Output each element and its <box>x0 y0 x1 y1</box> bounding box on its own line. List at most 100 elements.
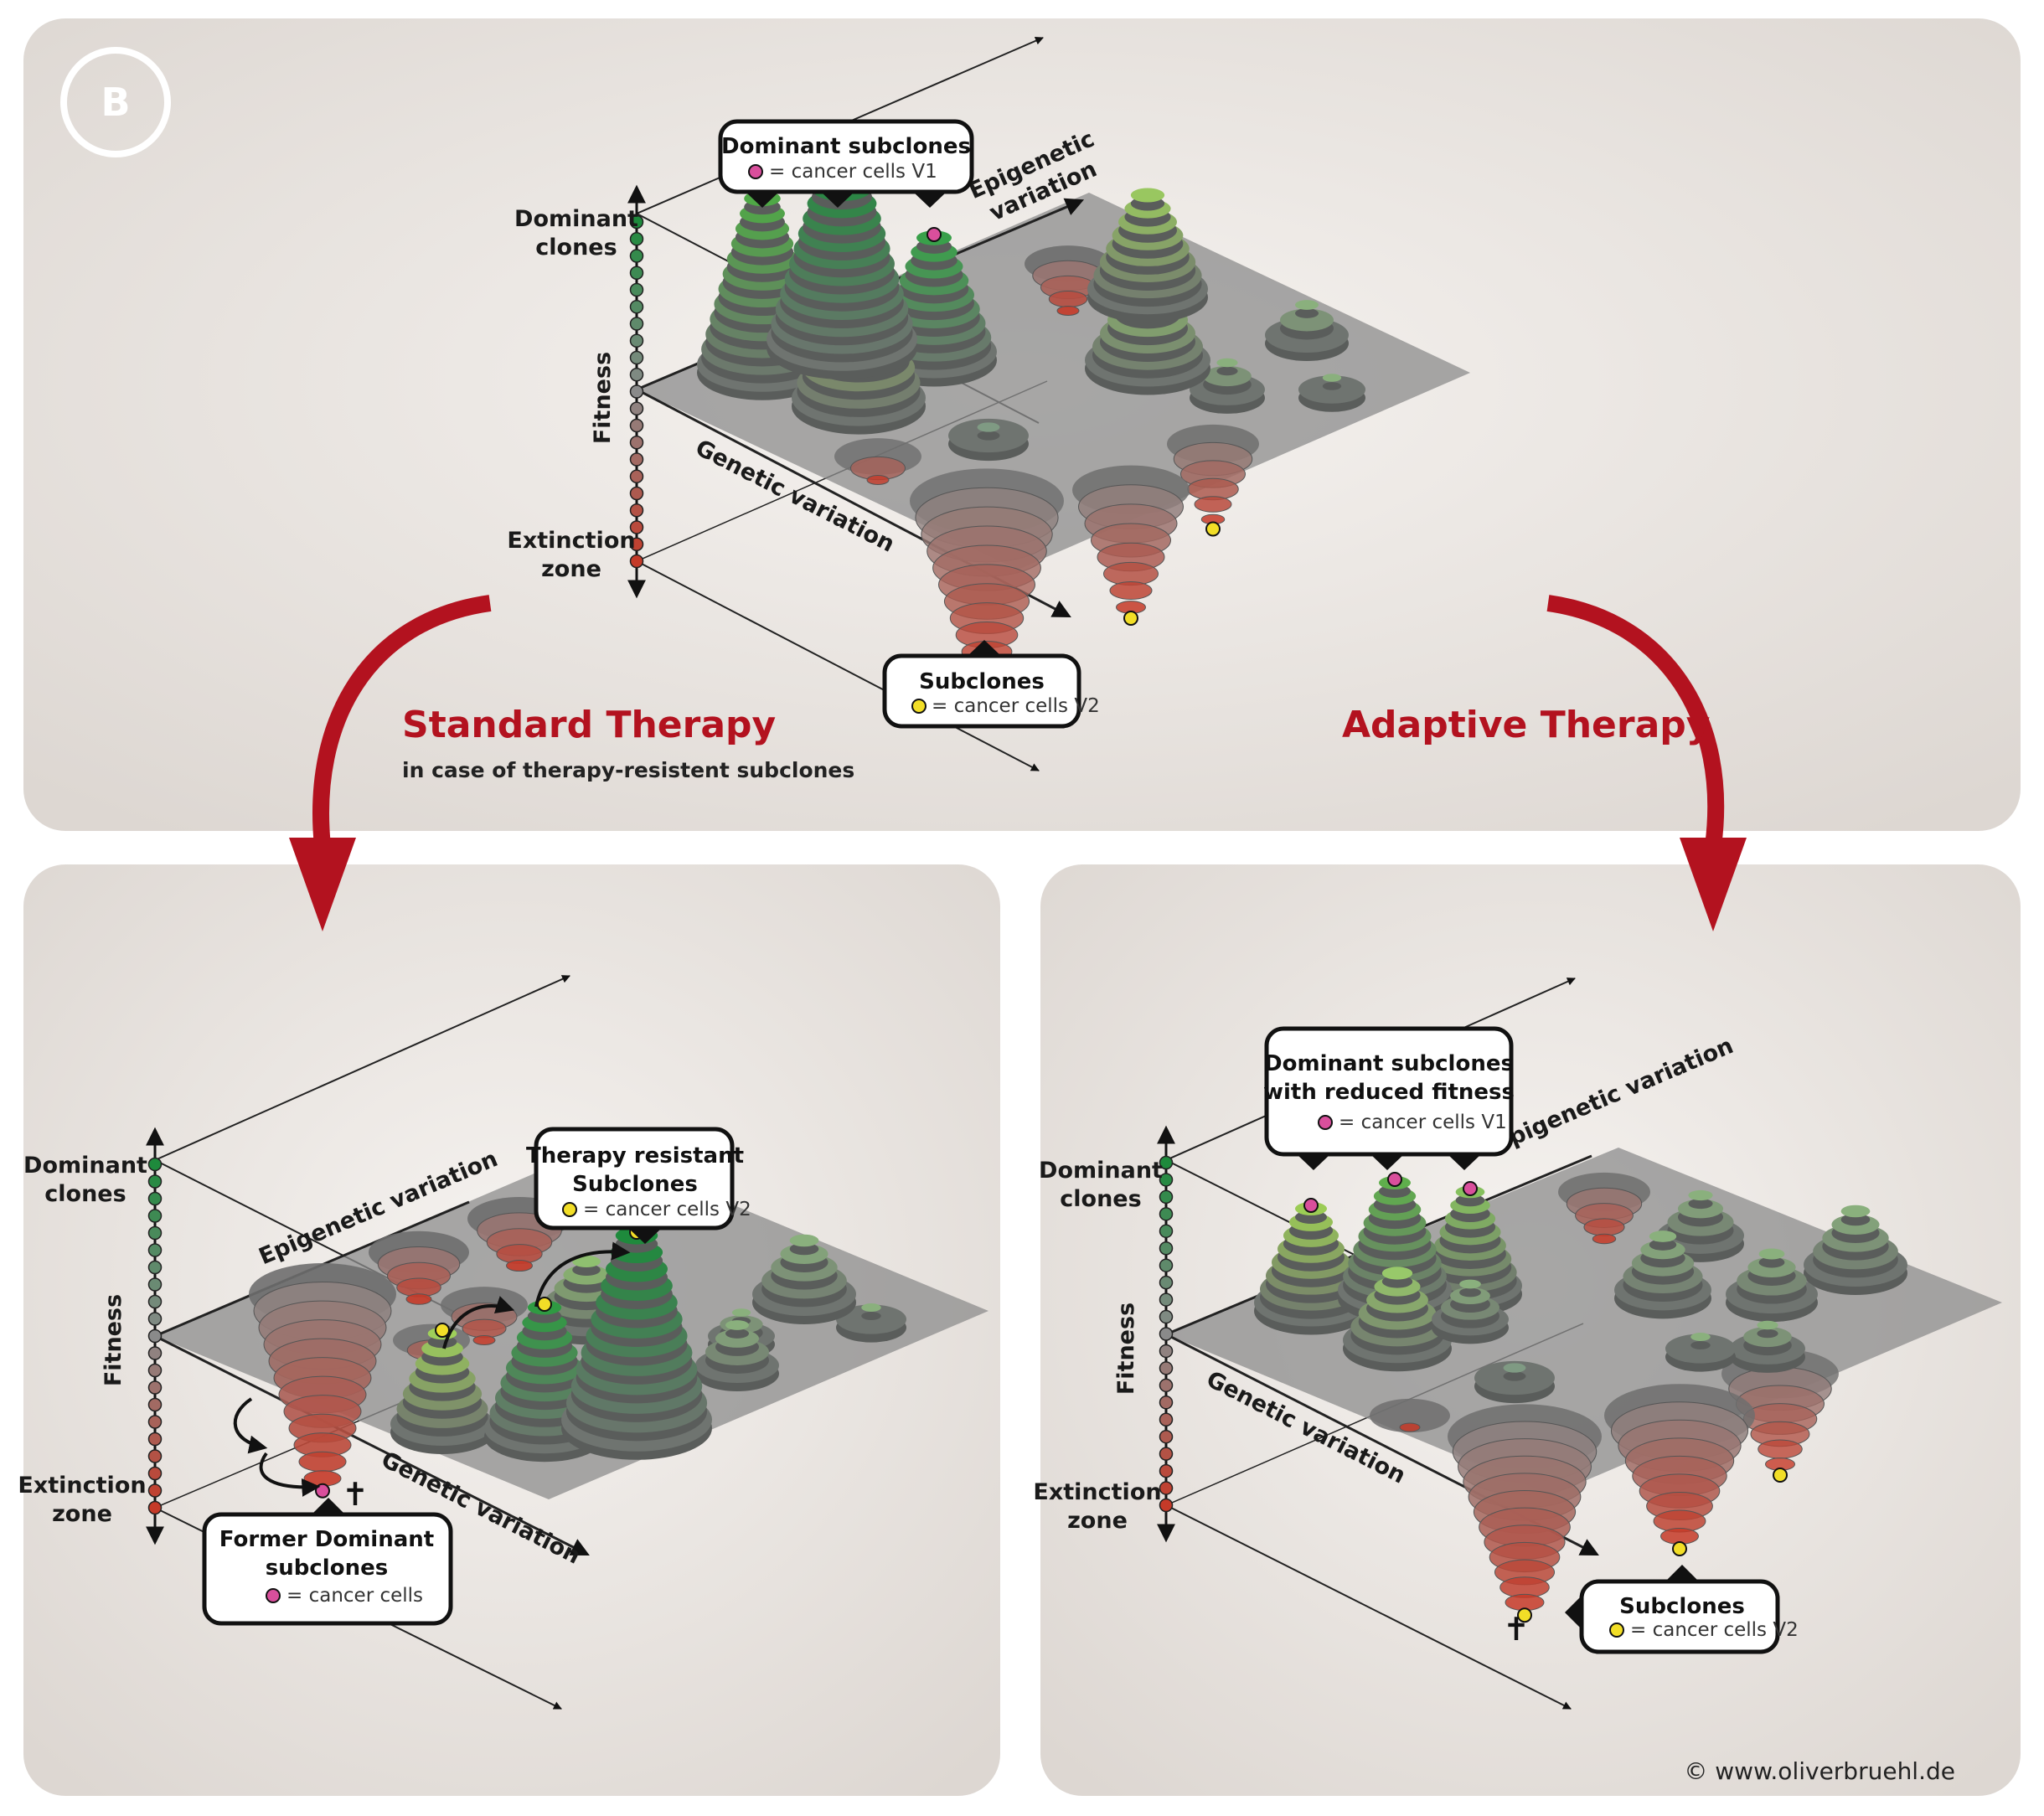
fitness-scale-dot <box>1159 1463 1174 1478</box>
dominant-clones-label: Dominant <box>23 1153 147 1179</box>
pit-layer <box>298 1451 347 1473</box>
extinction-zone-label: Extinction <box>18 1473 146 1499</box>
peak-layer-shadow <box>572 1263 601 1277</box>
fitness-scale-dot <box>147 1191 163 1206</box>
peak-layer-shadow <box>1649 1239 1677 1251</box>
fitness-scale-dot <box>147 1243 163 1257</box>
fitness-scale-dot <box>1159 1412 1174 1426</box>
pit-layer <box>866 475 890 485</box>
fitness-scale-dot <box>147 1397 163 1412</box>
fitness-scale-dot <box>147 1363 163 1378</box>
cancer-cell-v1-marker <box>1387 1172 1402 1187</box>
peak-layer <box>1381 1267 1413 1280</box>
cancer-cell-v2-marker <box>537 1297 552 1312</box>
peak-layer <box>725 1320 749 1330</box>
peak-layer-shadow <box>789 1242 819 1256</box>
peak-layer-shadow <box>1840 1213 1871 1226</box>
extinction-zone-label-2: zone <box>52 1501 112 1527</box>
dominant-clones-label-2: clones <box>535 235 617 261</box>
callout-dominant-subclones: Dominant subclones = cancer cells V1 <box>718 119 974 208</box>
fitness-scale-dot <box>629 436 644 450</box>
peak-layer-shadow <box>1322 382 1342 390</box>
fitness-scale-dot <box>147 1380 163 1395</box>
dominant-clones-label-2: clones <box>44 1181 126 1207</box>
peak-layer-shadow <box>1688 1198 1713 1210</box>
peak-layer-shadow <box>1757 1328 1778 1339</box>
callout-legend: = cancer cells V2 <box>583 1199 751 1220</box>
death-symbol: ✝ <box>342 1476 369 1513</box>
peak-layer <box>1130 188 1165 203</box>
pit-layer <box>462 1318 507 1339</box>
cancer-cell-v1-marker <box>927 227 942 242</box>
peak-layer-shadow <box>1690 1341 1711 1349</box>
peak-layer <box>1280 308 1334 332</box>
pit-layer <box>1194 496 1232 513</box>
fitness-label: Fitness <box>1113 1303 1139 1395</box>
pit-layer <box>1758 1439 1803 1459</box>
callout-title-2: Subclones <box>572 1172 698 1197</box>
callout-title: Former Dominant <box>219 1527 434 1552</box>
cancer-cell-v2-marker <box>1672 1541 1687 1556</box>
fitness-scale-dot <box>1159 1292 1174 1307</box>
fitness-scale-dot <box>629 300 644 314</box>
callout-legend: = cancer cells V1 <box>1339 1112 1507 1133</box>
callout-former-dominant: Former Dominant subclones = cancer cells <box>202 1498 453 1626</box>
fitness-scale-dot <box>1159 1189 1174 1205</box>
death-symbol: ✝ <box>1503 1611 1530 1648</box>
dominant-clones-label: Dominant <box>514 206 638 232</box>
pit-layer <box>506 1259 533 1272</box>
peak-layer <box>1690 1333 1711 1341</box>
fitness-scale-dot <box>629 486 644 501</box>
fitness-axis <box>146 1127 164 1545</box>
fitness-scale-dot <box>1159 1498 1174 1513</box>
callout-title: Dominant subclones <box>721 134 971 159</box>
pit-layer <box>1056 306 1080 316</box>
fitness-scale-dot <box>1159 1309 1174 1324</box>
fitness-scale-dot <box>629 418 644 433</box>
fitness-scale-dot <box>147 1225 163 1241</box>
peak-layer <box>1295 300 1319 310</box>
fitness-scale-dot <box>147 1466 163 1481</box>
fitness-scale-dot <box>629 554 644 569</box>
peak-layer <box>1840 1205 1871 1218</box>
peak-layer <box>1216 358 1238 368</box>
extinction-zone-label-2: zone <box>1067 1508 1128 1534</box>
peak-layer <box>572 1255 601 1268</box>
callout-subclones-right: Subclones = cancer cells V2 <box>1565 1565 1799 1654</box>
pit-layer <box>1399 1422 1421 1432</box>
fitness-scale-dot <box>629 350 644 365</box>
peak-layer <box>1757 1320 1778 1330</box>
extinction-zone-label: Extinction <box>507 528 635 554</box>
peak-layer <box>1322 374 1342 382</box>
fitness-label: Fitness <box>590 352 616 444</box>
peak-layer-shadow <box>1459 1287 1481 1298</box>
cancer-cell-v1-marker <box>1303 1198 1319 1213</box>
standard-therapy-title: Standard Therapy <box>402 704 776 746</box>
dominant-clones-label-2: clones <box>1060 1186 1141 1212</box>
callout-title: Subclones <box>1619 1594 1745 1619</box>
cancer-cell-v2-marker <box>1773 1468 1788 1483</box>
peak-layer <box>1688 1189 1713 1201</box>
peak-layer <box>1203 365 1252 387</box>
fitness-scale-dot <box>629 232 644 246</box>
adaptive-therapy-arrow <box>1546 595 1747 931</box>
fitness-scale-dot <box>629 384 644 399</box>
callout-subclones-top: Subclones = cancer cells V2 <box>882 640 1100 729</box>
fitness-scale-dot <box>1159 1396 1174 1410</box>
fitness-scale-dot <box>1159 1361 1174 1375</box>
fitness-scale-dot <box>147 1328 163 1344</box>
left-landscape <box>146 975 988 1710</box>
peak-layer-shadow <box>1503 1371 1526 1381</box>
pit-layer <box>472 1335 496 1345</box>
landscape-plane <box>637 193 1470 570</box>
fitness-scale-dot <box>147 1277 163 1292</box>
fitness-scale-dot <box>1159 1224 1174 1239</box>
callout-legend: = cancer cells V1 <box>769 161 937 183</box>
extinction-zone-label: Extinction <box>1033 1479 1161 1505</box>
fitness-scale-dot <box>1159 1447 1174 1461</box>
fitness-scale-dot <box>1159 1155 1174 1170</box>
fitness-scale-dot <box>147 1500 163 1515</box>
fitness-scale-dot <box>629 520 644 534</box>
peak-layer-shadow <box>1216 366 1238 376</box>
fitness-axis <box>627 184 646 599</box>
